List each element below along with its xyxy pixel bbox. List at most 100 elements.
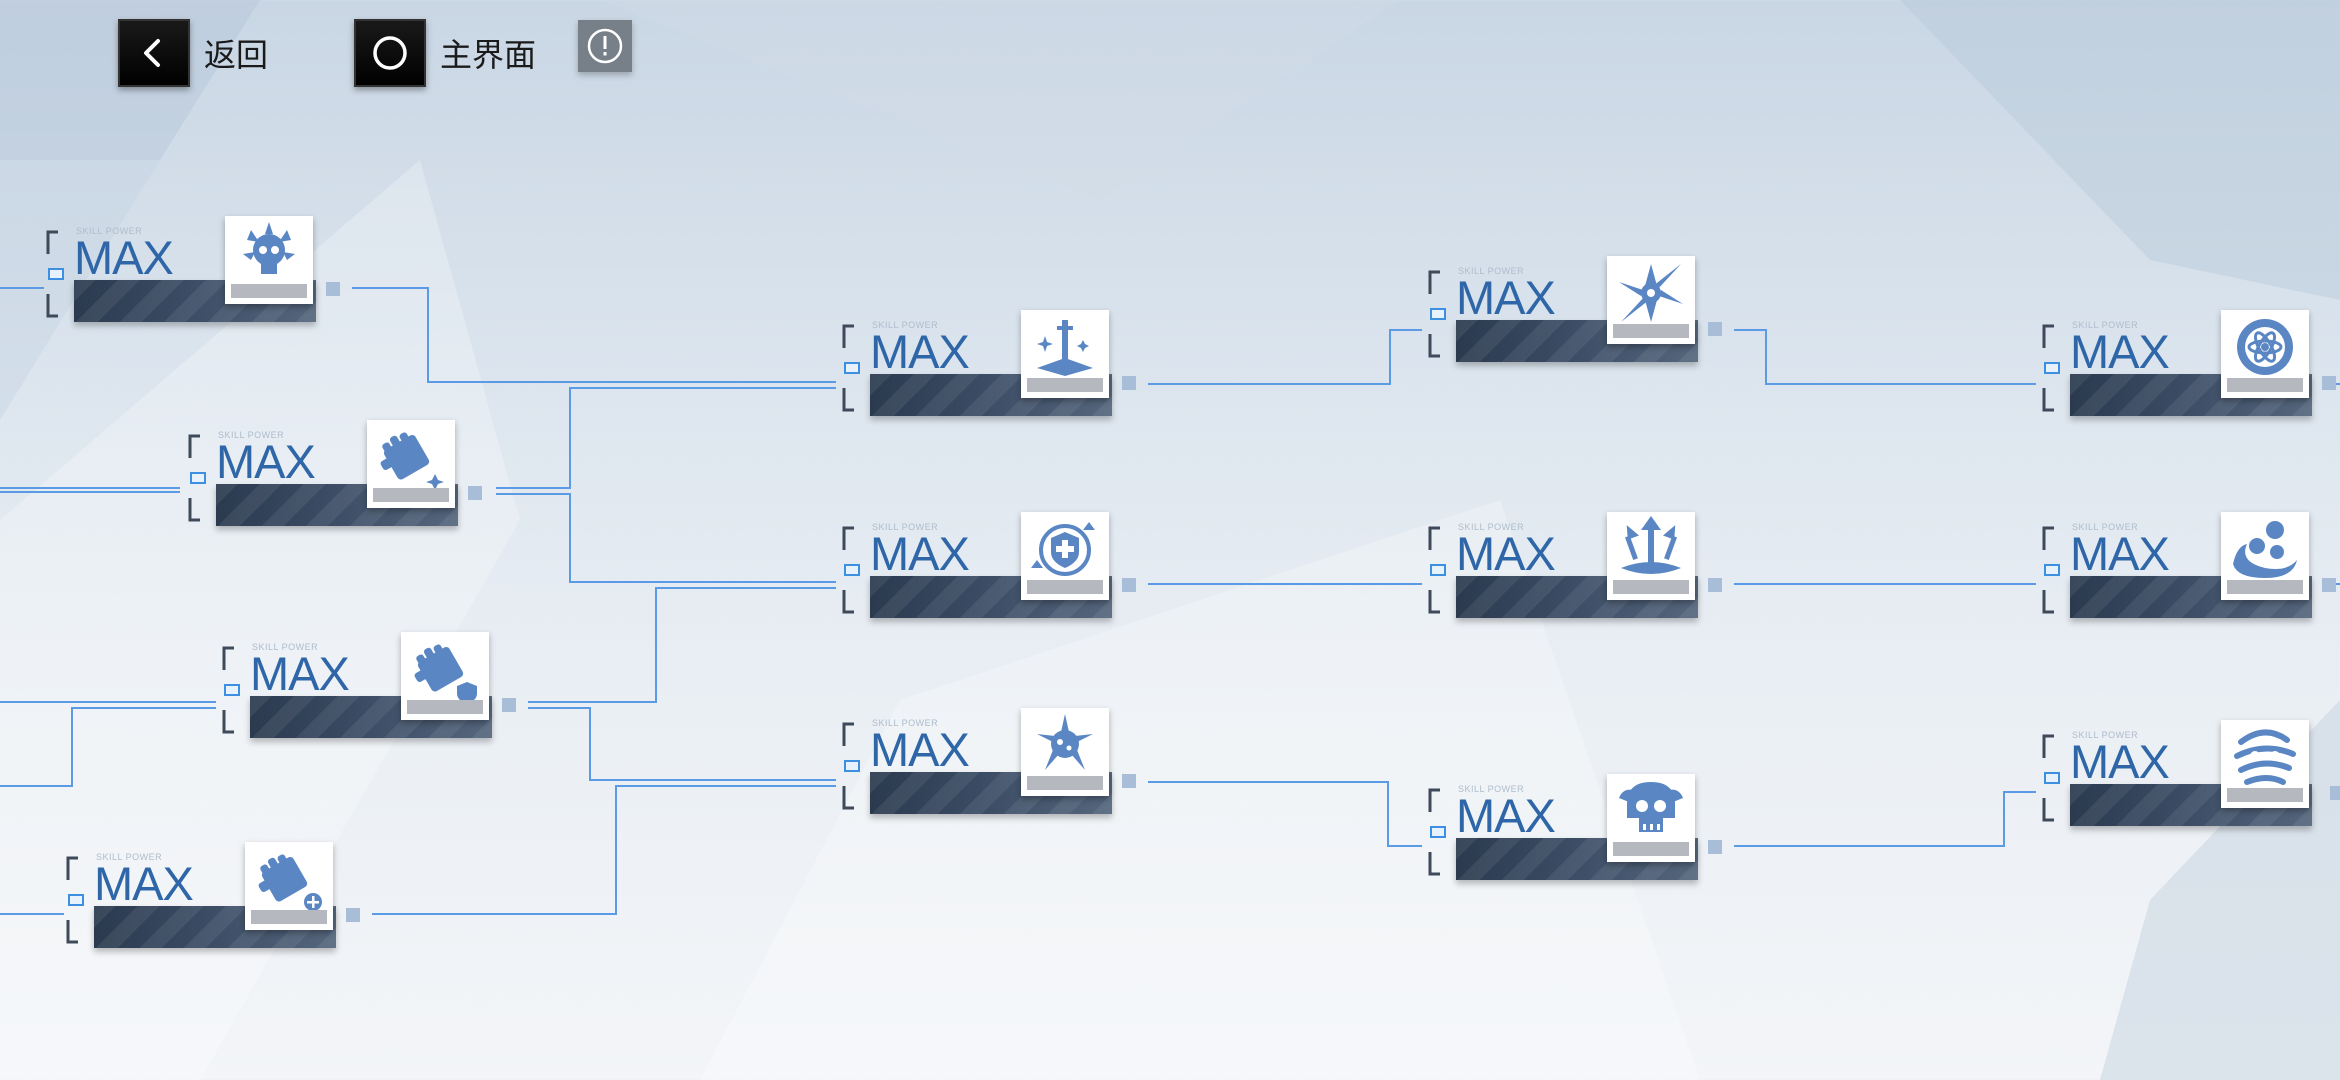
top-navigation: 返回 主界面 (0, 0, 2340, 100)
atom-ring-icon[interactable] (2221, 310, 2309, 398)
skill-level: MAX (2070, 735, 2170, 788)
skill-node[interactable]: SKILL POWER MAX (2040, 720, 2340, 860)
skill-power-label: SKILL POWER (1458, 522, 1525, 532)
output-connector (1708, 578, 1722, 592)
circle-icon (354, 19, 426, 87)
input-connector (844, 564, 860, 576)
node-bracket (842, 526, 854, 614)
output-connector (1122, 774, 1136, 788)
skill-power-label: SKILL POWER (76, 226, 143, 236)
skill-level: MAX (870, 723, 970, 776)
skill-node[interactable]: SKILL POWER MAX (64, 842, 364, 982)
home-label: 主界面 (440, 36, 537, 74)
input-connector (1430, 308, 1446, 320)
output-connector (2322, 376, 2336, 390)
arrow-splash-icon[interactable] (1607, 512, 1695, 600)
skill-power-label: SKILL POWER (96, 852, 163, 862)
fist-plus-icon[interactable] (245, 842, 333, 930)
skill-level: MAX (1456, 789, 1556, 842)
input-connector (224, 684, 240, 696)
skill-node[interactable]: SKILL POWER MAX (44, 216, 344, 356)
node-bracket (842, 324, 854, 412)
input-connector (68, 894, 84, 906)
back-button[interactable]: 返回 (118, 18, 268, 88)
skill-node[interactable]: SKILL POWER MAX (186, 420, 486, 560)
input-connector (48, 268, 64, 280)
skill-node[interactable]: SKILL POWER MAX (840, 512, 1140, 652)
node-bracket (842, 722, 854, 810)
skill-level: MAX (870, 527, 970, 580)
chevron-left-icon (118, 19, 190, 87)
skill-level: MAX (1456, 271, 1556, 324)
output-connector (468, 486, 482, 500)
skill-level: MAX (250, 647, 350, 700)
skill-level: MAX (2070, 325, 2170, 378)
node-bracket (188, 434, 200, 522)
input-connector (2044, 362, 2060, 374)
node-bracket (2042, 734, 2054, 822)
skill-node[interactable]: SKILL POWER MAX (1426, 256, 1726, 396)
skill-level: MAX (2070, 527, 2170, 580)
skill-power-label: SKILL POWER (1458, 784, 1525, 794)
skill-power-label: SKILL POWER (252, 642, 319, 652)
exclamation-icon (587, 28, 623, 64)
home-button[interactable]: 主界面 (354, 18, 536, 88)
node-bracket (46, 230, 58, 318)
skill-level: MAX (74, 231, 174, 284)
skill-level: MAX (216, 435, 316, 488)
heal-shield-icon[interactable] (1021, 512, 1109, 600)
fist-shield-icon[interactable] (401, 632, 489, 720)
vortex-icon[interactable] (2221, 720, 2309, 808)
skill-node[interactable]: SKILL POWER MAX (2040, 512, 2340, 652)
fist-sparkle-icon[interactable] (367, 420, 455, 508)
output-connector (1122, 376, 1136, 390)
star-burst-icon[interactable] (1607, 256, 1695, 344)
skill-power-label: SKILL POWER (872, 320, 939, 330)
skull-burst-icon[interactable] (225, 216, 313, 304)
output-connector (1708, 840, 1722, 854)
skill-power-label: SKILL POWER (872, 718, 939, 728)
input-connector (2044, 564, 2060, 576)
input-connector (190, 472, 206, 484)
node-bracket (2042, 324, 2054, 412)
input-connector (844, 362, 860, 374)
node-bracket (1428, 270, 1440, 358)
skill-node[interactable]: SKILL POWER MAX (1426, 512, 1726, 652)
skill-power-label: SKILL POWER (2072, 320, 2139, 330)
node-bracket (2042, 526, 2054, 614)
skill-node[interactable]: SKILL POWER MAX (840, 310, 1140, 450)
skill-node[interactable]: SKILL POWER MAX (2040, 310, 2340, 450)
output-connector (502, 698, 516, 712)
skill-power-label: SKILL POWER (218, 430, 285, 440)
input-connector (1430, 564, 1446, 576)
info-button[interactable] (578, 20, 632, 72)
output-connector (1122, 578, 1136, 592)
node-bracket (1428, 526, 1440, 614)
output-connector (2322, 578, 2336, 592)
spiked-ball-icon[interactable] (1021, 708, 1109, 796)
dark-skull-icon[interactable] (1607, 774, 1695, 862)
input-connector (1430, 826, 1446, 838)
orbs-swirl-icon[interactable] (2221, 512, 2309, 600)
sword-ground-icon[interactable] (1021, 310, 1109, 398)
output-connector (326, 282, 340, 296)
skill-power-label: SKILL POWER (2072, 730, 2139, 740)
skill-power-label: SKILL POWER (872, 522, 939, 532)
node-bracket (222, 646, 234, 734)
node-bracket (1428, 788, 1440, 876)
skill-power-label: SKILL POWER (2072, 522, 2139, 532)
output-connector (2330, 786, 2340, 800)
input-connector (2044, 772, 2060, 784)
skill-level: MAX (870, 325, 970, 378)
node-bracket (66, 856, 78, 944)
back-label: 返回 (204, 36, 269, 74)
skill-power-label: SKILL POWER (1458, 266, 1525, 276)
input-connector (844, 760, 860, 772)
skill-level: MAX (94, 857, 194, 910)
output-connector (1708, 322, 1722, 336)
skill-level: MAX (1456, 527, 1556, 580)
skill-node[interactable]: SKILL POWER MAX (840, 708, 1140, 848)
skill-node[interactable]: SKILL POWER MAX (220, 632, 520, 772)
output-connector (346, 908, 360, 922)
skill-node[interactable]: SKILL POWER MAX (1426, 774, 1726, 914)
